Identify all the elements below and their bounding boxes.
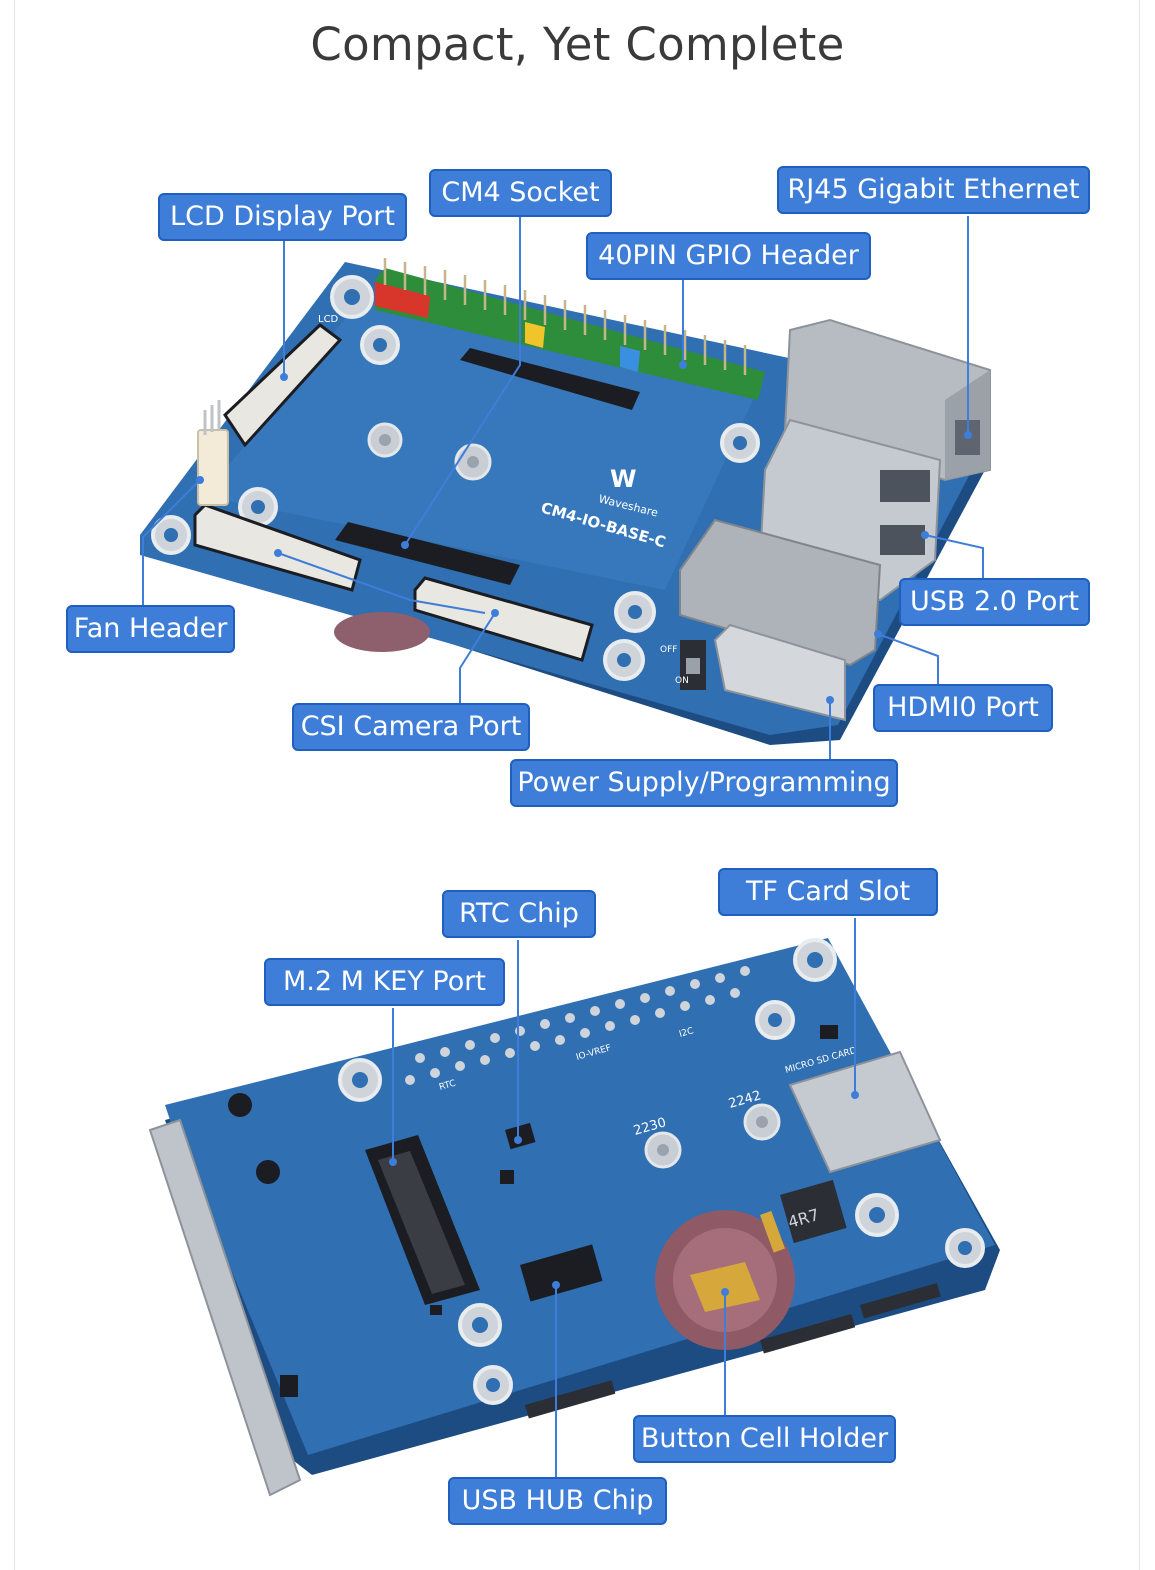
label-usb2-port: USB 2.0 Port [899,578,1090,626]
leader-usb2 [924,534,984,578]
leader-fan [142,479,201,605]
label-lcd-display-port: LCD Display Port [158,193,407,241]
waveshare-logo: W [610,465,636,493]
leader-cm4 [404,217,521,546]
inductor [780,1179,847,1244]
gpio-header-part [375,268,765,400]
tf-card-slot-part [788,1050,942,1174]
cm4-socket-connector-lower [335,522,520,585]
page-frame [14,0,1140,1570]
top-board: LCD Waveshare CM4-IO-BASE-C OFF ON W [140,258,991,745]
leader-lines [142,216,984,1477]
leader-endpoints [196,361,972,1296]
label-hdmi0-port: HDMI0 Port [873,684,1053,732]
svg-text:W: W [610,465,636,493]
leader-csi [459,612,496,703]
label-csi-camera-port: CSI Camera Port [292,703,530,751]
usb-hub-chip-part [520,1244,603,1302]
fan-header-part [197,429,229,506]
label-fan-header: Fan Header [66,605,235,653]
silk-i2c: I2C [678,1026,695,1040]
csi-connector-1 [193,503,362,592]
usbc-connector [713,623,846,722]
silk-off: OFF [660,645,677,655]
silk-on: ON [675,676,689,686]
bottom-side-ports [148,1118,302,1497]
label-m2-port: M.2 M KEY Port [264,958,505,1006]
cm4-socket-connector-upper [460,348,640,410]
leader-csi-2 [277,552,486,614]
bottom-board: 4R7 2230 2242 MICRO SD CARD IO-VREF RTC … [148,938,1000,1497]
label-gpio-header: 40PIN GPIO Header [586,232,871,280]
silk-lcd: LCD [318,314,339,325]
label-cm4-socket: CM4 Socket [429,169,612,217]
leader-hdmi [877,633,939,684]
label-rtc-chip: RTC Chip [442,890,596,938]
csi-connector-2 [413,576,594,662]
label-power-supply: Power Supply/Programming [510,759,898,807]
label-rj45: RJ45 Gigabit Ethernet [777,166,1090,214]
silk-rtc: RTC [438,1079,457,1093]
button-cell-holder-part [655,1210,795,1350]
page-title: Compact, Yet Complete [310,18,845,71]
label-button-cell-holder: Button Cell Holder [633,1415,896,1463]
label-usb-hub-chip: USB HUB Chip [448,1477,667,1525]
label-tf-card-slot: TF Card Slot [718,868,938,916]
rtc-chip-part [505,1122,536,1150]
bottom-mounting-holes [338,938,985,1405]
top-mounting-holes [151,275,760,681]
lcd-fpc-connector [223,323,343,448]
